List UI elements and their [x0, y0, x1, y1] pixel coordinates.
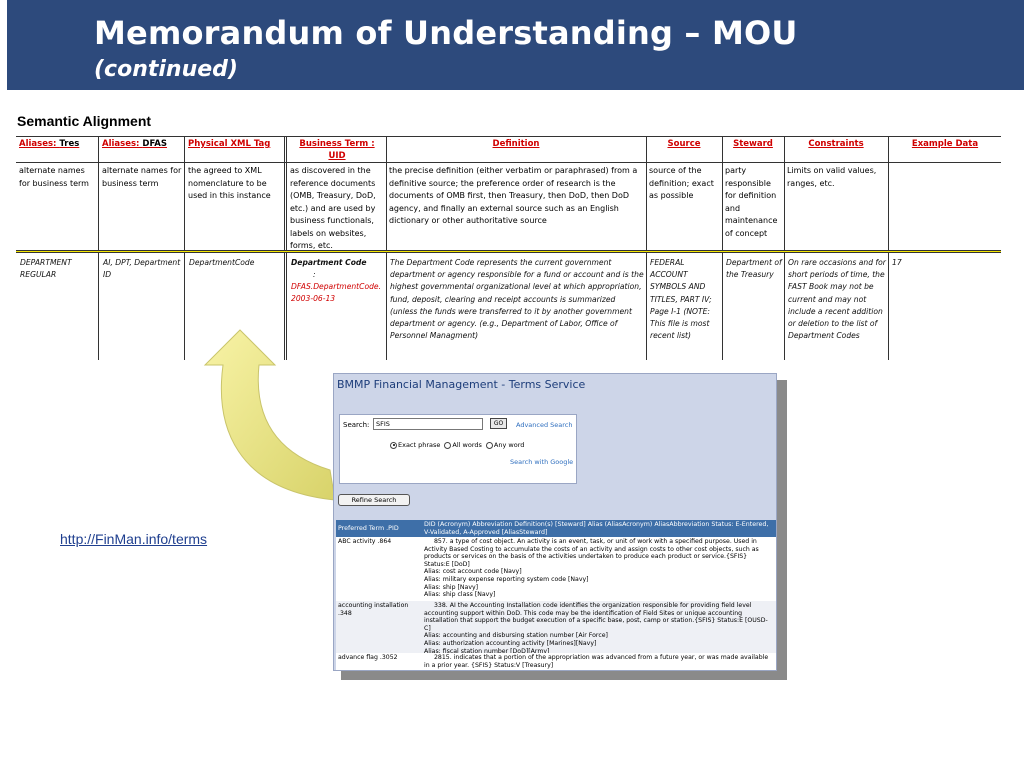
- radio-all-words[interactable]: All words: [444, 441, 482, 449]
- radio-icon: [444, 441, 452, 449]
- example-constraints: On rare occasions and for short periods …: [788, 258, 886, 341]
- search-with-google-link[interactable]: Search with Google: [510, 458, 574, 466]
- header-steward: Steward: [733, 139, 773, 149]
- example-definition: The Department Code represents the curre…: [390, 258, 644, 341]
- desc-constraints: Limits on valid values, ranges, etc.: [787, 166, 877, 188]
- header-aliases-dfas: Aliases: DFAS: [102, 139, 167, 149]
- example-tres: DEPARTMENT REGULAR: [20, 258, 72, 280]
- header-constraints: Constraints: [808, 139, 864, 149]
- header-example-data: Example Data: [911, 139, 979, 149]
- results-header-definition: DID (Acronym) Abbreviation Definition(s)…: [424, 521, 769, 536]
- desc-business-term: as discovered in the reference documents…: [290, 166, 376, 250]
- radio-exact-phrase[interactable]: Exact phrase: [390, 441, 440, 449]
- results-header-term: Preferred Term .PID: [338, 525, 399, 532]
- title-banner: Memorandum of Understanding – MOU (conti…: [7, 0, 1024, 90]
- result-definition: 2815. indicates that a portion of the ap…: [424, 654, 769, 669]
- search-input[interactable]: SFIS: [373, 418, 483, 430]
- result-definition: 338. AI the Accounting Installation code…: [424, 602, 768, 655]
- result-row: advance flag .3052 2815. indicates that …: [336, 653, 776, 670]
- desc-steward: party responsible for definition and mai…: [725, 166, 778, 238]
- desc-dfas: alternate names for business term: [102, 166, 182, 188]
- slide-title: Memorandum of Understanding – MOU: [94, 14, 798, 52]
- radio-selected-icon: [390, 441, 397, 449]
- example-dfas: AI, DPT, Department ID: [103, 258, 181, 280]
- search-label: Search:: [343, 421, 370, 429]
- header-aliases-tres: Aliases: Tres: [19, 139, 80, 149]
- section-label: Semantic Alignment: [17, 113, 152, 129]
- refine-search-button[interactable]: Refine Search: [338, 494, 410, 506]
- result-definition: 857. a type of cost object. An activity …: [424, 538, 759, 599]
- example-xml-tag: DepartmentCode: [189, 258, 255, 267]
- result-term[interactable]: ABC activity .864: [338, 538, 392, 545]
- terms-service-window: BMMP Financial Management - Terms Servic…: [333, 373, 777, 671]
- slide-subtitle: (continued): [94, 57, 238, 82]
- desc-tres: alternate names for business term: [19, 166, 89, 188]
- header-source: Source: [667, 139, 701, 149]
- example-source: FEDERAL ACCOUNT SYMBOLS AND TITLES, PART…: [650, 258, 712, 341]
- header-definition: Definition: [492, 139, 540, 149]
- desc-xml-tag: the agreed to XML nomenclature to be use…: [188, 166, 271, 200]
- desc-definition: the precise definition (either verbatim …: [389, 166, 638, 225]
- finman-terms-link[interactable]: http://FinMan.info/terms: [60, 531, 208, 547]
- header-physical-xml-tag: Physical XML Tag: [188, 139, 271, 149]
- example-business-term: Department Code :: [291, 258, 367, 280]
- example-uid: DFAS.DepartmentCode.2003-06-13: [291, 282, 382, 304]
- radio-any-word[interactable]: Any word: [485, 441, 524, 449]
- semantic-alignment-table: Aliases: Tres Aliases: DFAS Physical XML…: [16, 136, 1001, 360]
- results-header: Preferred Term .PID DID (Acronym) Abbrev…: [336, 520, 776, 537]
- radio-icon: [485, 441, 493, 449]
- example-steward: Department of the Treasury: [726, 258, 782, 280]
- match-options: Exact phrase All words Any word: [390, 441, 524, 449]
- advanced-search-link[interactable]: Advanced Search: [516, 421, 573, 429]
- terms-service-title: BMMP Financial Management - Terms Servic…: [337, 378, 586, 391]
- go-button[interactable]: GO: [490, 418, 507, 429]
- example-data: 17: [892, 258, 902, 267]
- result-term[interactable]: advance flag .3052: [338, 654, 398, 661]
- header-business-term: Business Term : UID: [299, 139, 375, 161]
- desc-source: source of the definition; exact as possi…: [649, 166, 714, 200]
- search-panel: Search: SFIS GO Advanced Search Exact ph…: [339, 414, 577, 484]
- row-separator: [16, 250, 1001, 253]
- result-term[interactable]: accounting installation .348: [338, 602, 409, 617]
- result-row: ABC activity .864 857. a type of cost ob…: [336, 537, 776, 601]
- result-row: accounting installation .348 338. AI the…: [336, 601, 776, 655]
